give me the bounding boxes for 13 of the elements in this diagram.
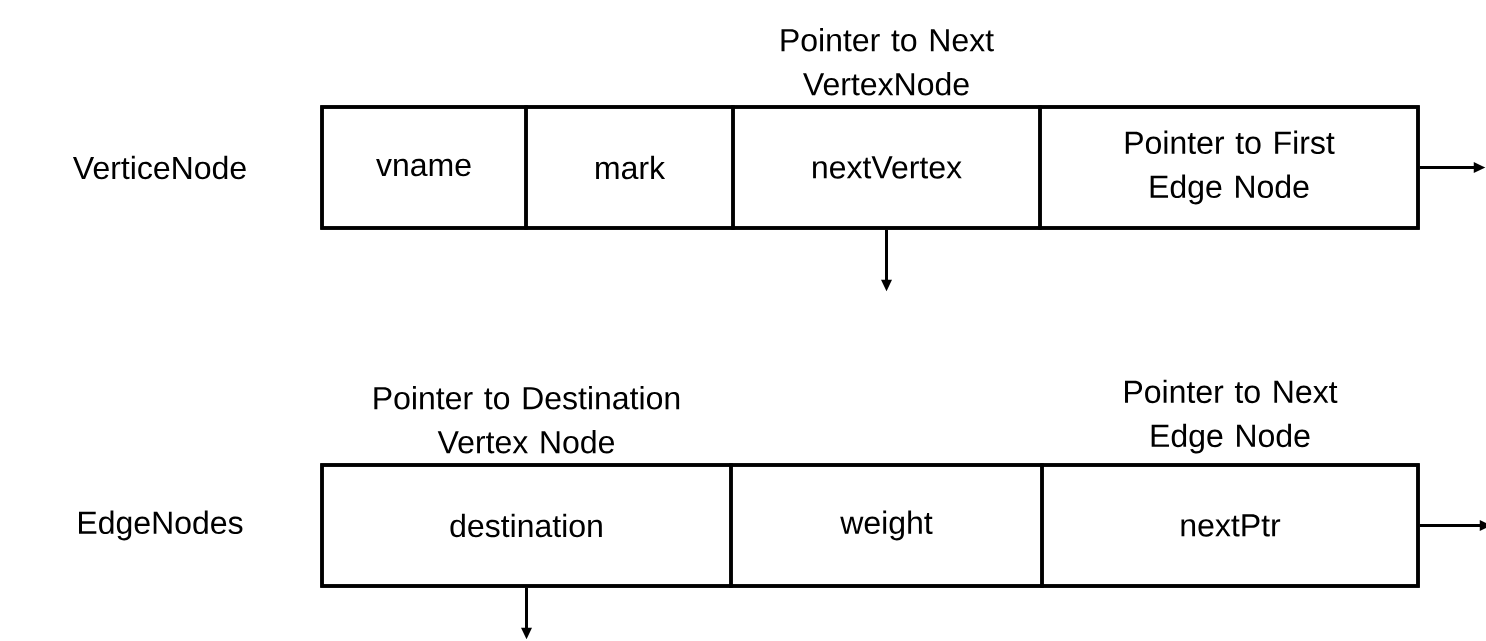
field-cell: mark [524,105,735,230]
record-label: VerticeNode [73,155,246,180]
pointer-heading: Pointer to Destination Vertex Node [374,385,680,454]
field-cell: destination [320,463,733,588]
pointer-heading: Pointer to Next VertexNode [781,27,994,96]
pointer-heading: Pointer to Next Edge Node [1125,379,1338,454]
field-cell: Pointer to First Edge Node [1038,105,1420,230]
field-cell: nextVertex [731,105,1042,230]
field-cell: vname [320,105,528,230]
record-label: EdgeNodes [79,510,243,541]
field-cell: nextPtr [1040,463,1420,588]
pointer-arrow [1419,520,1486,531]
field-cell: weight [729,463,1044,588]
